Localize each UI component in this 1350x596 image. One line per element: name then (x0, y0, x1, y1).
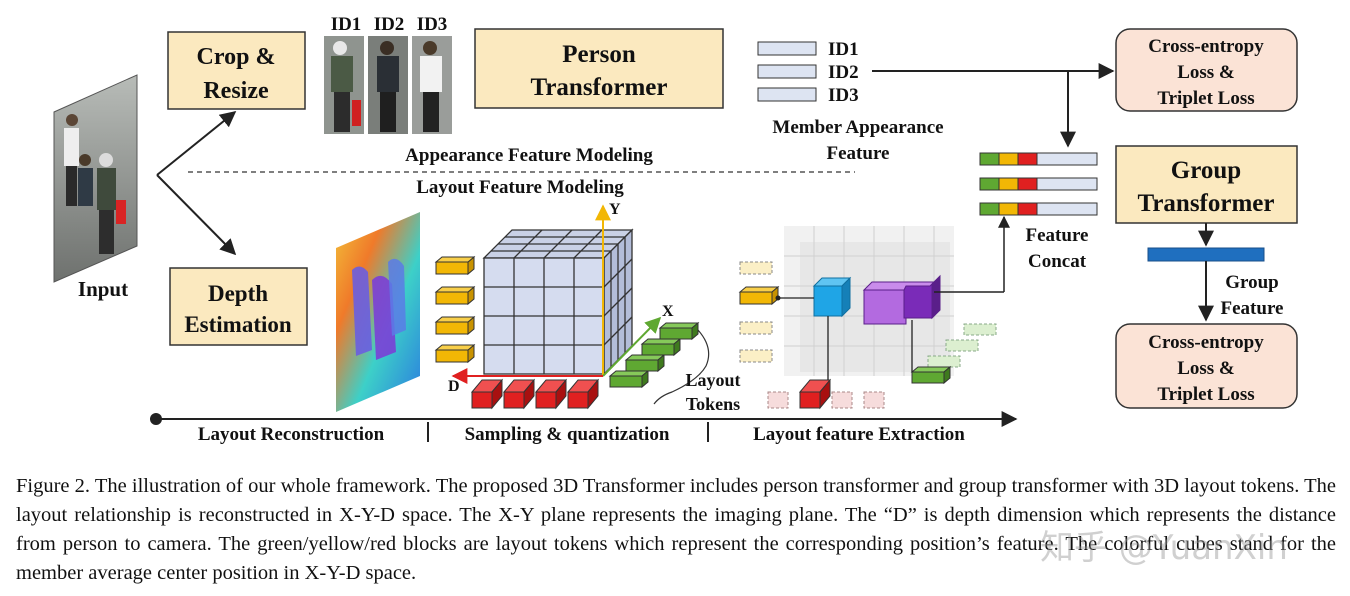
framework-diagram: Input Crop & Resize Depth Estimation ID1… (53, 14, 1298, 445)
extraction-green-tokens (927, 323, 997, 368)
top-loss-label-1: Cross-entropy (1148, 36, 1264, 57)
appearance-modeling-label: Appearance Feature Modeling (405, 145, 653, 166)
input-image (53, 74, 138, 283)
feature-concat-label-2: Concat (1028, 251, 1087, 272)
member-id2-label: ID2 (828, 62, 859, 83)
layout-tokens-label-1: Layout (685, 370, 740, 390)
top-loss-label-2: Loss & (1177, 62, 1235, 83)
stage-sampling-quantization: Sampling & quantization (465, 424, 670, 445)
bottom-loss-label-2: Loss & (1177, 358, 1235, 379)
member-feature-label-1: Member Appearance (772, 117, 943, 138)
crop-resize-box (167, 31, 306, 110)
layout-modeling-label: Layout Feature Modeling (416, 177, 624, 198)
x-axis (602, 316, 662, 377)
top-loss-label-3: Triplet Loss (1157, 88, 1254, 109)
x-axis-label: X (662, 303, 674, 320)
top-loss-box (1115, 28, 1298, 112)
extraction-red-token-active (798, 378, 832, 410)
group-feature-bar (1147, 247, 1265, 262)
blue-center-cube (812, 276, 852, 318)
depth-estimation-box (169, 267, 308, 346)
bottom-loss-label-1: Cross-entropy (1148, 332, 1264, 353)
person-transformer-label-1: Person (562, 41, 636, 68)
bottom-loss-box (1115, 323, 1298, 409)
depth-estimation-label-1: Depth (208, 281, 268, 306)
crop-resize-label-1: Crop & (197, 44, 276, 70)
layout-tokens-brace (653, 329, 710, 405)
id2-label: ID2 (374, 14, 405, 35)
group-transformer-label-1: Group (1171, 157, 1241, 184)
member-id1-label: ID1 (828, 39, 859, 60)
id3-label: ID3 (417, 14, 448, 35)
stage-layout-reconstruction: Layout Reconstruction (198, 424, 385, 445)
figure-caption: Figure 2. The illustration of our whole … (16, 475, 1336, 584)
stage-layout-feature-extraction: Layout feature Extraction (753, 424, 965, 445)
yellow-layout-tokens (434, 255, 476, 364)
member-feature-bar-id3 (757, 87, 817, 102)
d-axis-label: D (448, 378, 460, 395)
feature-concat-label-1: Feature (1026, 225, 1089, 246)
member-feature-bar-id1 (757, 41, 817, 56)
group-feature-label-2: Feature (1221, 298, 1284, 319)
red-layout-tokens (470, 378, 600, 410)
group-transformer-box (1115, 145, 1298, 224)
extraction-red-tokens (767, 391, 885, 409)
arrow-to-depth (156, 174, 237, 256)
extraction-green-token-active (910, 365, 952, 385)
quantization-grid-cube (482, 228, 634, 376)
purple-center-cube (862, 274, 941, 325)
input-label: Input (78, 277, 128, 301)
member-feature-bar-id2 (757, 64, 817, 79)
group-feature-label-1: Group (1225, 272, 1279, 293)
person-crop-id3 (412, 36, 452, 134)
y-axis-label: Y (609, 201, 621, 218)
bottom-loss-label-3: Triplet Loss (1157, 384, 1254, 405)
member-id3-label: ID3 (828, 85, 859, 106)
person-crop-id1 (324, 36, 364, 134)
group-transformer-label-2: Transformer (1138, 190, 1275, 217)
layout-tokens-label-2: Tokens (686, 394, 740, 414)
person-transformer-box (474, 28, 724, 109)
depth-estimation-label-2: Estimation (184, 312, 292, 337)
id1-label: ID1 (331, 14, 362, 35)
concat-feature-bars (979, 152, 1098, 216)
member-feature-label-2: Feature (827, 143, 890, 164)
green-layout-tokens (608, 321, 700, 389)
extraction-yellow-token-active (738, 285, 780, 306)
arrow-to-crop (156, 110, 237, 176)
extraction-yellow-tokens (739, 261, 773, 363)
depth-map-image (336, 212, 420, 412)
person-crop-id2 (368, 36, 408, 134)
crop-resize-label-2: Resize (203, 78, 269, 104)
person-transformer-label-2: Transformer (531, 74, 668, 101)
